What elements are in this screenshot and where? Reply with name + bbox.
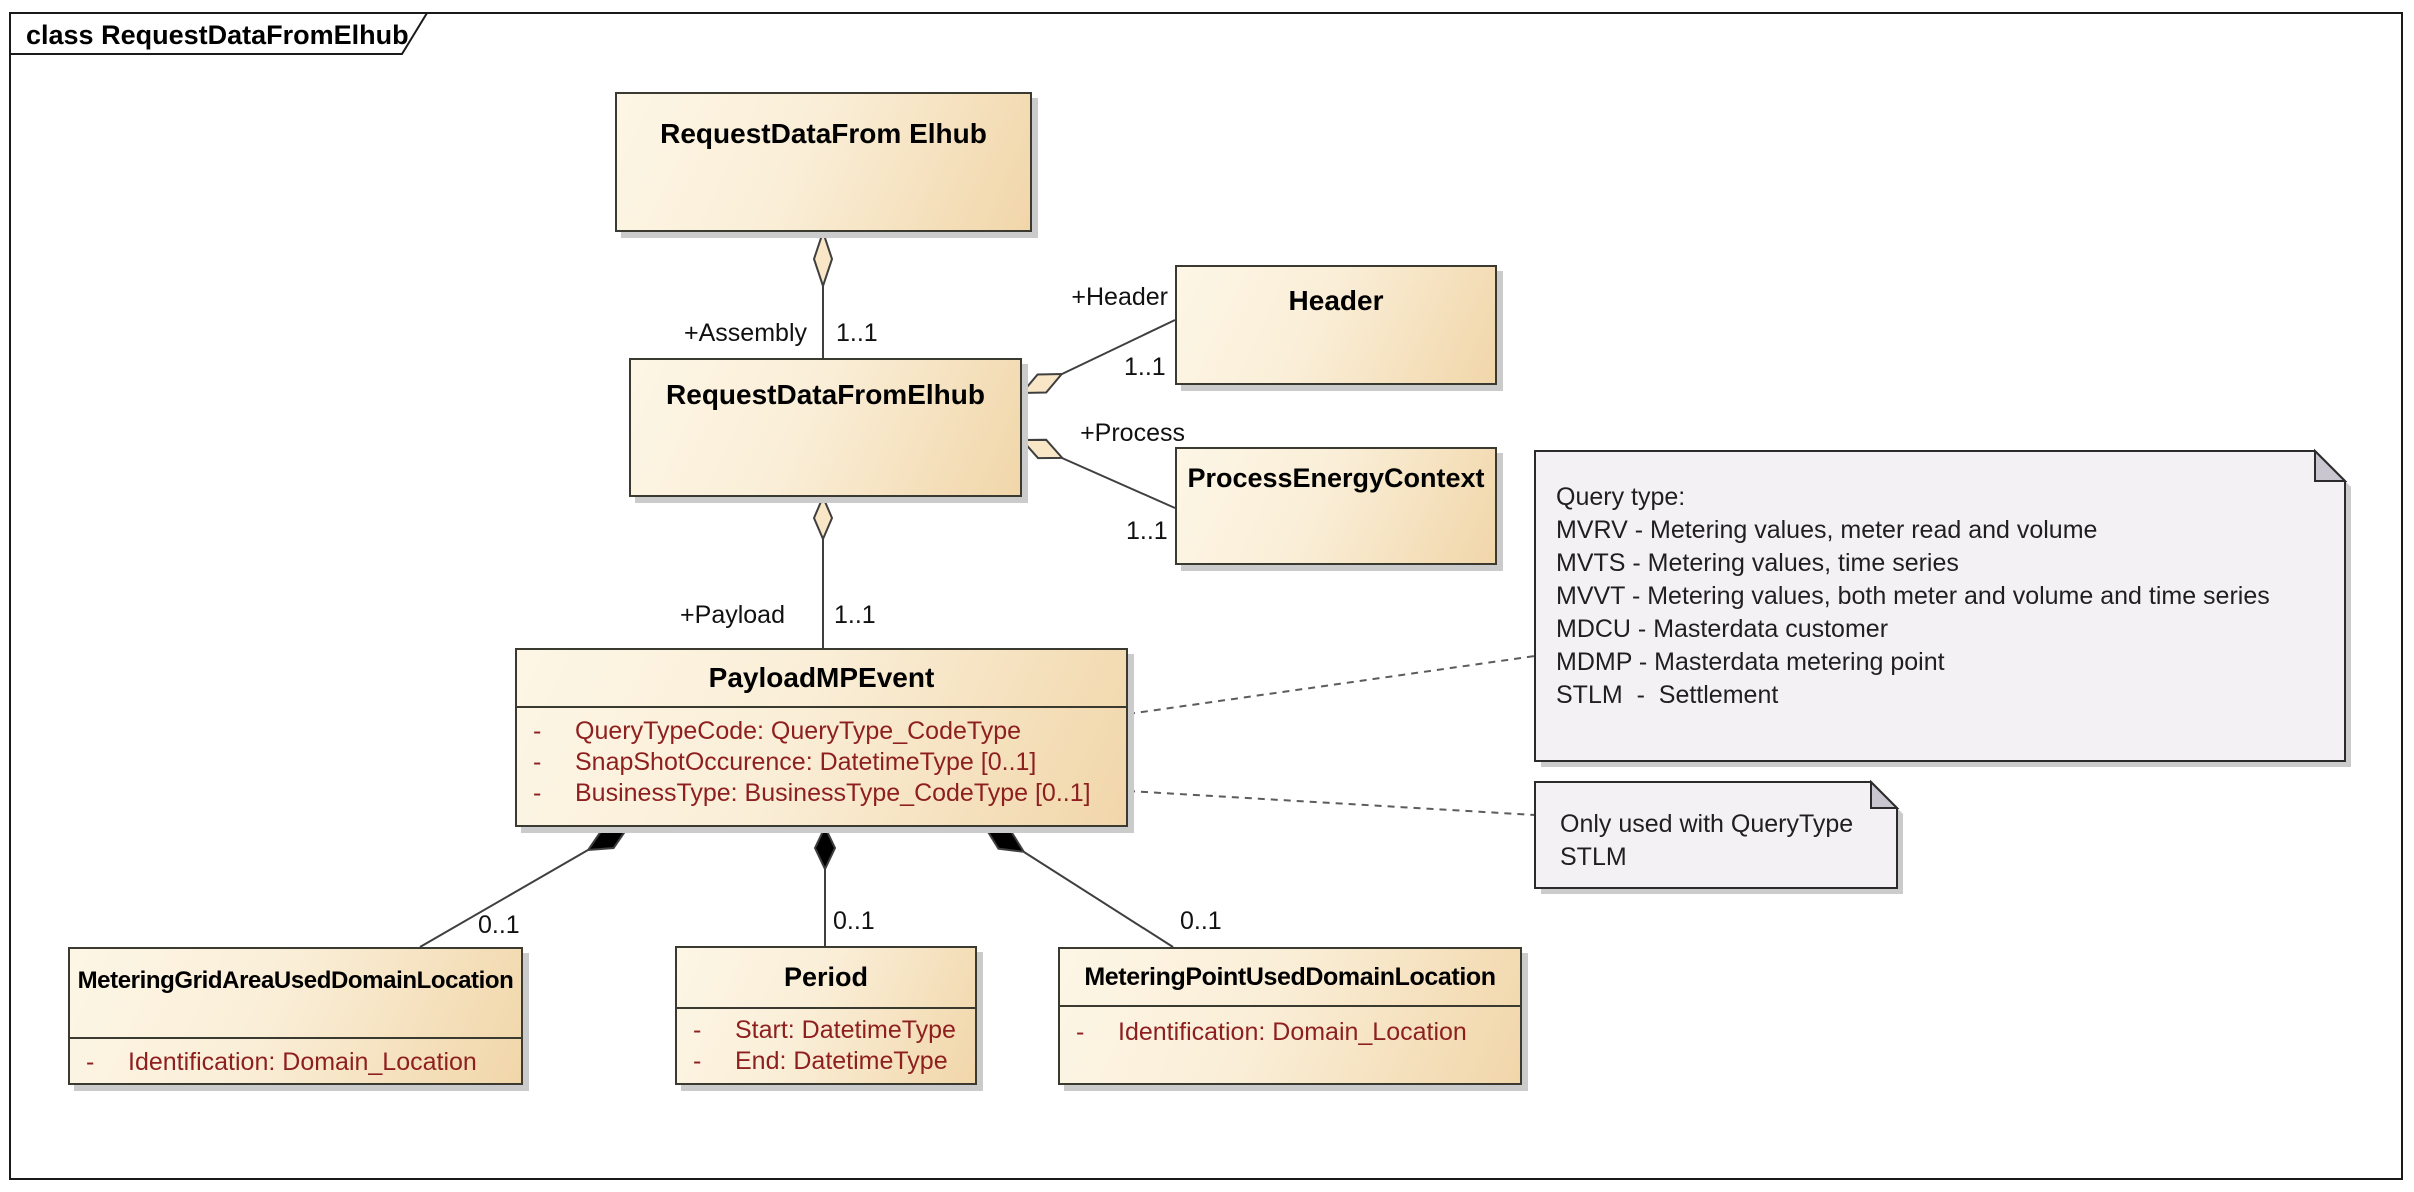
class-box-processenergycontext[interactable]: ProcessEnergyContext xyxy=(1175,447,1497,565)
composition-connector-period xyxy=(813,824,837,946)
attributes-compartment: - QueryTypeCode: QueryType_CodeType - Sn… xyxy=(517,706,1126,825)
attribute-row: - Identification: Domain_Location xyxy=(70,1047,521,1078)
class-name: MeteringGridAreaUsedDomainLocation xyxy=(77,967,514,994)
class-box-payloadmpevent[interactable]: PayloadMPEvent - QueryTypeCode: QueryTyp… xyxy=(515,648,1128,827)
note-fold-corner xyxy=(1870,779,1900,809)
visibility-marker: - xyxy=(533,717,542,745)
attribute-row: - QueryTypeCode: QueryType_CodeType xyxy=(517,716,1126,747)
attribute-text: Identification: Domain_Location xyxy=(1118,1018,1467,1046)
note-line: STLM xyxy=(1560,843,1627,871)
note-fold-corner xyxy=(2314,448,2348,482)
diagram-frame-tab xyxy=(9,12,429,55)
visibility-marker: - xyxy=(693,1047,702,1075)
attribute-text: End: DatetimeType xyxy=(735,1047,948,1075)
multiplicity-label-header: 1..1 xyxy=(1124,353,1166,381)
class-name: RequestDataFrom Elhub xyxy=(660,118,987,149)
attribute-row: - BusinessType: BusinessType_CodeType [0… xyxy=(517,778,1126,809)
aggregation-diamond xyxy=(812,228,834,290)
class-box-requestdatafromelhub[interactable]: RequestDataFromElhub xyxy=(629,358,1022,497)
note-link-querytype xyxy=(1127,655,1536,715)
note-body xyxy=(1534,450,2346,762)
aggregation-connector-process xyxy=(1019,438,1176,509)
class-box-meteringgridareauseddomainlocation[interactable]: MeteringGridAreaUsedDomainLocation - Ide… xyxy=(68,947,523,1085)
visibility-marker: - xyxy=(693,1016,702,1044)
visibility-marker: - xyxy=(86,1048,95,1076)
role-label-payload: +Payload xyxy=(680,601,785,629)
note-line: MDCU - Masterdata customer xyxy=(1556,615,1889,643)
class-name: Header xyxy=(1288,285,1384,316)
multiplicity-label-period: 0..1 xyxy=(833,907,875,935)
class-name: Period xyxy=(783,962,869,992)
aggregation-diamond xyxy=(812,494,834,542)
class-name: ProcessEnergyContext xyxy=(1187,463,1485,493)
note-line: MDMP - Masterdata metering point xyxy=(1556,648,1945,676)
attribute-text: Start: DatetimeType xyxy=(735,1016,956,1044)
attributes-compartment: - Identification: Domain_Location xyxy=(70,1037,521,1083)
diagram-frame xyxy=(9,12,2403,1180)
class-box-period[interactable]: Period - Start: DatetimeType - End: Date… xyxy=(675,946,977,1085)
composition-diamond xyxy=(586,825,631,852)
attribute-row: - Start: DatetimeType xyxy=(677,1015,975,1046)
role-label-assembly: +Assembly xyxy=(684,319,807,347)
aggregation-connector-payload xyxy=(812,494,834,648)
class-box-meteringpointuseddomainlocation[interactable]: MeteringPointUsedDomainLocation - Identi… xyxy=(1058,947,1522,1085)
note-line: STLM - Settlement xyxy=(1556,681,1779,709)
note-line: MVTS - Metering values, time series xyxy=(1556,549,1959,577)
composition-diamond xyxy=(813,824,837,872)
multiplicity-label-assembly: 1..1 xyxy=(836,319,878,347)
composition-connector-grid-area xyxy=(419,825,631,948)
diagram-title-tab-label: class RequestDataFromElhub xyxy=(26,20,409,50)
attribute-row: - End: DatetimeType xyxy=(677,1046,975,1077)
visibility-marker: - xyxy=(533,779,542,807)
aggregation-connector-header xyxy=(1019,319,1176,395)
attribute-row: - Identification: Domain_Location xyxy=(1060,1017,1520,1048)
multiplicity-label-process: 1..1 xyxy=(1126,517,1168,545)
visibility-marker: - xyxy=(533,748,542,776)
class-name: MeteringPointUsedDomainLocation xyxy=(1084,962,1496,991)
class-box-requestdatafrom-elhub-top[interactable]: RequestDataFrom Elhub xyxy=(615,92,1032,232)
note-query-type[interactable] xyxy=(1534,448,2348,762)
attribute-row: - SnapShotOccurence: DatetimeType [0..1] xyxy=(517,747,1126,778)
composition-connector-metering-point xyxy=(983,825,1174,948)
attribute-text: Identification: Domain_Location xyxy=(128,1048,477,1076)
note-text-only-used-with: Only used with QueryType STLM xyxy=(1560,808,1890,874)
note-body xyxy=(1534,781,1898,889)
note-line: Only used with QueryType xyxy=(1560,810,1854,838)
attribute-text: QueryTypeCode: QueryType_CodeType xyxy=(575,717,1022,745)
attribute-text: SnapShotOccurence: DatetimeType [0..1] xyxy=(575,748,1037,776)
note-text-query-type: Query type: MVRV - Metering values, mete… xyxy=(1556,481,2336,712)
visibility-marker: - xyxy=(1076,1018,1085,1046)
attribute-text: BusinessType: BusinessType_CodeType [0..… xyxy=(575,779,1091,807)
attributes-compartment: - Identification: Domain_Location xyxy=(1060,1005,1520,1083)
aggregation-connector-assembly xyxy=(812,228,834,358)
note-only-used-with[interactable] xyxy=(1534,779,1900,889)
composition-diamond xyxy=(983,825,1026,854)
aggregation-diamond xyxy=(1019,373,1064,395)
attributes-compartment: - Start: DatetimeType - End: DatetimeTyp… xyxy=(677,1007,975,1081)
aggregation-diamond xyxy=(1019,438,1065,460)
role-label-header: +Header xyxy=(1071,283,1168,311)
class-name: PayloadMPEvent xyxy=(708,662,935,693)
note-link-stlm xyxy=(1127,790,1536,816)
class-box-header[interactable]: Header xyxy=(1175,265,1497,385)
multiplicity-label-metering-point: 0..1 xyxy=(1180,907,1222,935)
class-name: RequestDataFromElhub xyxy=(666,379,985,410)
multiplicity-label-payload: 1..1 xyxy=(834,601,876,629)
note-line: MVVT - Metering values, both meter and v… xyxy=(1556,582,2270,610)
note-line: MVRV - Metering values, meter read and v… xyxy=(1556,516,2098,544)
note-line: Query type: xyxy=(1556,483,1686,511)
multiplicity-label-grid-area: 0..1 xyxy=(478,911,520,939)
role-label-process: +Process xyxy=(1080,419,1185,447)
